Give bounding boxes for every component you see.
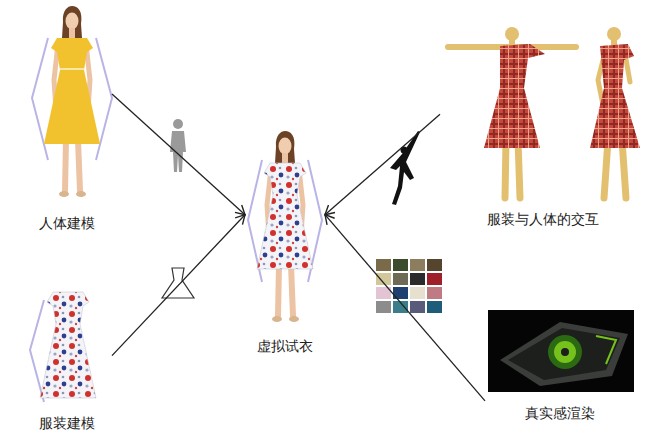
arrow-line <box>112 215 245 356</box>
figure-node: 人体建模 <box>22 2 112 232</box>
node-label: 服装建模 <box>37 414 97 432</box>
figure-node: 虚拟试衣 <box>245 125 325 355</box>
arrow-line <box>325 114 440 214</box>
arrow-line <box>112 94 245 215</box>
node-label: 真实感渲染 <box>523 404 597 422</box>
figure-node: 服装建模 <box>22 285 112 432</box>
arrow-line <box>325 215 485 401</box>
node-label: 人体建模 <box>37 214 97 232</box>
node-label: 虚拟试衣 <box>255 337 315 355</box>
node-label: 服装与人体的交互 <box>485 210 601 228</box>
figure-node: 真实感渲染 <box>485 305 635 422</box>
figure-node: 服装与人体的交互 <box>440 25 645 228</box>
